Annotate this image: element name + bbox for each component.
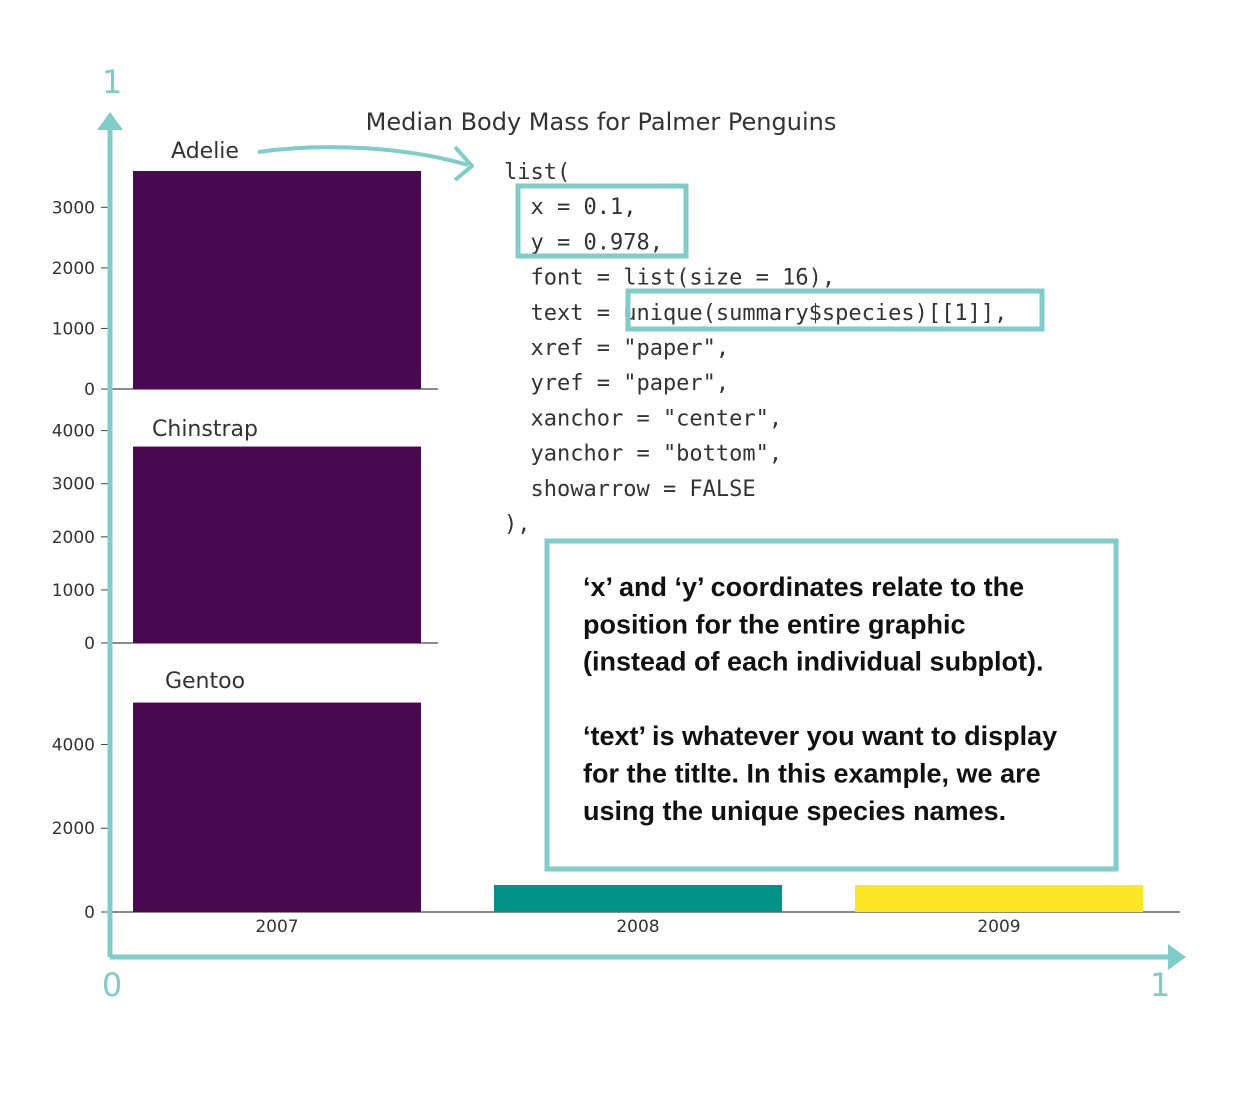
code-line: yanchor = "bottom", <box>504 442 782 467</box>
bar-strip-2009 <box>855 885 1143 912</box>
bar-chinstrap-2007 <box>133 446 421 643</box>
code-line: y = 0.978, <box>504 230 663 255</box>
y-tick-label: 1000 <box>52 319 95 339</box>
y-tick-label: 4000 <box>52 735 95 755</box>
code-line: xref = "paper", <box>504 336 729 361</box>
code-line: xanchor = "center", <box>504 406 782 431</box>
y-tick-label: 4000 <box>52 422 95 442</box>
paper-axes: 0 1 1 <box>97 63 1186 1004</box>
paper-y-end-label: 1 <box>102 63 122 101</box>
note-line: (instead of each individual subplot). <box>583 647 1044 677</box>
subplot-gentoo: 0 2000 4000 Gentoo <box>52 669 1180 923</box>
note-line: ‘x’ and ‘y’ coordinates relate to the <box>583 572 1024 602</box>
code-block: list( x = 0.1, y = 0.978, font = list(si… <box>504 160 1007 537</box>
code-line: x = 0.1, <box>504 195 636 220</box>
note-line: ‘text’ is whatever you want to display <box>583 721 1057 751</box>
chart-title: Median Body Mass for Palmer Penguins <box>366 108 837 136</box>
note-text: ‘x’ and ‘y’ coordinates relate to the pos… <box>583 572 1057 826</box>
paper-origin-label: 0 <box>102 966 122 1004</box>
subplots: 0 1000 2000 3000 Adelie 0 1000 2000 3000 4000 Chin… <box>52 139 1180 937</box>
text-highlight-box <box>625 288 1045 332</box>
callout-arrow <box>257 145 469 167</box>
subplot-chinstrap: 0 1000 2000 3000 4000 Chinstrap <box>52 417 438 654</box>
xy-highlight-box <box>515 183 689 259</box>
subplot-title-adelie: Adelie <box>171 139 239 164</box>
y-tick-label: 3000 <box>52 198 95 218</box>
code-line: font = list(size = 16), <box>504 266 835 291</box>
code-line: ), <box>504 512 531 537</box>
bar-gentoo-2007 <box>133 702 421 912</box>
paper-x-end-label: 1 <box>1150 966 1170 1004</box>
y-tick-label: 1000 <box>52 581 95 601</box>
y-tick-label: 0 <box>84 380 95 400</box>
code-line: list( <box>504 160 570 185</box>
code-line: showarrow = FALSE <box>504 477 756 502</box>
note-line: using the unique species names. <box>583 796 1006 826</box>
x-tick-label: 2007 <box>255 917 298 937</box>
note-line: position for the entire graphic <box>583 609 966 639</box>
paper-x-arrowhead <box>1168 944 1186 970</box>
y-tick-label: 3000 <box>52 475 95 495</box>
callout-arrowhead <box>453 145 474 182</box>
y-tick-label: 0 <box>84 903 95 923</box>
paper-y-arrowhead <box>97 112 123 130</box>
code-line: yref = "paper", <box>504 371 729 396</box>
x-tick-label: 2009 <box>977 917 1020 937</box>
y-tick-label: 2000 <box>52 819 95 839</box>
note-line: for the titlte. In this example, we are <box>583 759 1041 789</box>
y-tick-label: 2000 <box>52 259 95 279</box>
bar-adelie-2007 <box>133 171 421 389</box>
y-tick-label: 0 <box>84 634 95 654</box>
subplot-adelie: 0 1000 2000 3000 Adelie <box>52 139 438 400</box>
subplot-title-gentoo: Gentoo <box>165 669 245 694</box>
note-box <box>544 538 1119 872</box>
y-tick-label: 2000 <box>52 528 95 548</box>
bar-strip-2008 <box>494 885 782 912</box>
x-tick-label: 2008 <box>616 917 659 937</box>
code-line: text = unique(summary$species)[[1]], <box>504 301 1007 326</box>
subplot-title-chinstrap: Chinstrap <box>152 417 258 442</box>
